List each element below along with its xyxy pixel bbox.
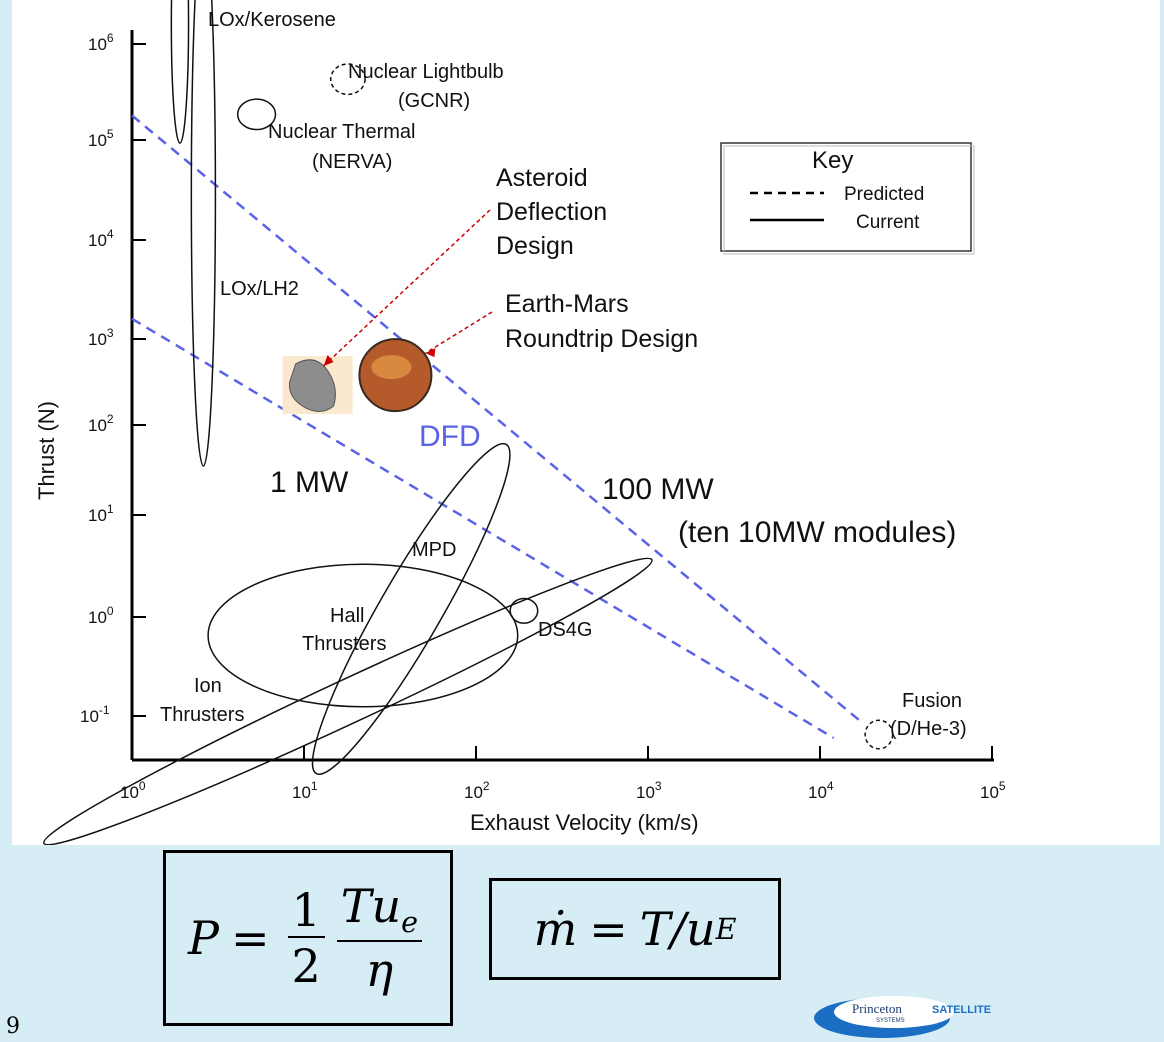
mars-design-label: Earth-Mars bbox=[505, 290, 629, 318]
region-hall-thrusters bbox=[207, 563, 519, 708]
region-label-hall-thrusters: Hall bbox=[330, 605, 364, 627]
thrust-over-velocity: T/u bbox=[639, 902, 716, 956]
power-line-1-mw bbox=[131, 317, 835, 740]
y-tick-label: 106 bbox=[88, 31, 114, 54]
logo-swoosh-inner-icon bbox=[834, 996, 954, 1028]
fraction-denominator: 2 bbox=[291, 939, 321, 993]
power-formula-box: P = 1 2 Tue η bbox=[163, 850, 453, 1026]
region-fusion bbox=[864, 719, 894, 750]
efficiency-symbol: η bbox=[365, 942, 394, 997]
y-tick-label: 100 bbox=[88, 604, 114, 627]
mars-arrowhead-icon bbox=[425, 348, 436, 358]
asteroid-annotation-arrow bbox=[323, 209, 491, 367]
x-tick-label: 102 bbox=[464, 779, 490, 802]
equals-sign: = bbox=[589, 902, 628, 956]
logo-text-princeton: Princeton bbox=[852, 1001, 902, 1016]
x-tick-label: 105 bbox=[980, 779, 1006, 802]
asteroid-design-label: Deflection bbox=[496, 198, 607, 226]
region-label-fusion: Fusion bbox=[902, 690, 962, 712]
x-tick-label: 104 bbox=[808, 779, 834, 802]
fraction-numerator: 1 bbox=[287, 885, 325, 938]
subscript-e: e bbox=[401, 905, 418, 939]
region-label-nuclear-lightbulb: (GCNR) bbox=[398, 90, 470, 112]
y-tick-label: 104 bbox=[88, 227, 114, 250]
mars-surface-highlight-icon bbox=[371, 355, 412, 380]
hundred-mw-label: 100 MW bbox=[602, 473, 714, 506]
y-tick-label: 10-1 bbox=[80, 703, 110, 726]
mass-flow-symbol: ṁ bbox=[533, 902, 578, 956]
asteroid-design-label: Asteroid bbox=[496, 164, 588, 192]
region-label-ion-thrusters: Ion bbox=[194, 675, 222, 697]
x-tick-label: 100 bbox=[120, 779, 146, 802]
asteroid-design-label: Design bbox=[496, 232, 574, 260]
y-tick-label: 102 bbox=[88, 412, 114, 435]
thrust-velocity-over-efficiency-fraction: Tue η bbox=[336, 878, 422, 997]
thrust-velocity-symbol: Tu bbox=[340, 878, 402, 933]
region-label-lox-lh2: LOx/LH2 bbox=[220, 278, 299, 300]
region-mpd bbox=[311, 442, 511, 775]
region-ds4g bbox=[509, 597, 539, 624]
legend-box bbox=[720, 142, 972, 252]
y-tick-label: 105 bbox=[88, 127, 114, 150]
region-ion-thrusters bbox=[43, 557, 653, 845]
legend-current-label: Current bbox=[856, 212, 920, 233]
x-axis-label: Exhaust Velocity (km/s) bbox=[470, 810, 699, 835]
equals-sign: = bbox=[230, 911, 270, 965]
slide-number: 9 bbox=[6, 1014, 20, 1039]
one-half-fraction: 1 2 bbox=[287, 885, 325, 993]
legend-predicted-label: Predicted bbox=[844, 184, 924, 205]
x-tick-label: 101 bbox=[292, 779, 318, 802]
region-nuclear-thermal bbox=[236, 98, 277, 131]
legend-title: Key bbox=[812, 147, 853, 174]
mars-design-label: Roundtrip Design bbox=[505, 325, 698, 353]
asteroid-arrowhead-icon bbox=[323, 354, 334, 366]
region-lox-lh2 bbox=[190, 0, 217, 467]
region-label-ion-thrusters: Thrusters bbox=[160, 704, 244, 726]
one-mw-label: 1 MW bbox=[270, 466, 349, 499]
power-line-100-mw bbox=[131, 114, 861, 722]
logo-text-systems: SYSTEMS bbox=[876, 1018, 905, 1024]
region-label-ds4g: DS4G bbox=[538, 619, 592, 641]
power-symbol: P bbox=[188, 911, 219, 965]
princeton-satellite-systems-logo: Princeton SATELLITE SYSTEMS bbox=[814, 996, 991, 1038]
region-label-nuclear-lightbulb: Nuclear Lightbulb bbox=[348, 61, 504, 83]
x-tick-label: 103 bbox=[636, 779, 662, 802]
region-label-mpd: MPD bbox=[412, 539, 456, 561]
legend-shadow bbox=[723, 145, 975, 255]
region-label-nuclear-thermal: (NERVA) bbox=[312, 151, 392, 173]
asteroid-icon bbox=[288, 359, 336, 412]
y-tick-label: 101 bbox=[88, 502, 114, 525]
thrust-vs-exhaust-velocity-chart: 100 101 102 103 104 105 10-1 100 101 102 103 104 105… bbox=[34, 0, 1006, 845]
fraction-numerator: Tue bbox=[336, 878, 422, 942]
region-label-nuclear-thermal: Nuclear Thermal bbox=[268, 121, 415, 143]
subscript-E: E bbox=[715, 912, 737, 946]
ten-modules-label: (ten 10MW modules) bbox=[678, 516, 956, 549]
region-label-fusion: (D/He-3) bbox=[890, 718, 967, 740]
region-label-lox-kerosene: LOx/Kerosene bbox=[208, 9, 336, 31]
dfd-label: DFD bbox=[419, 420, 481, 453]
y-tick-label: 103 bbox=[88, 326, 114, 349]
mars-annotation-arrow bbox=[425, 311, 493, 354]
plot-panel: 100 101 102 103 104 105 10-1 100 101 102 103 104 105… bbox=[12, 0, 1160, 845]
y-axis-label: Thrust (N) bbox=[34, 401, 59, 500]
region-label-hall-thrusters: Thrusters bbox=[302, 633, 386, 655]
logo-text-satellite: SATELLITE bbox=[932, 1004, 991, 1016]
region-lox-kerosene bbox=[170, 0, 190, 144]
region-nuclear-lightbulb bbox=[329, 63, 366, 96]
